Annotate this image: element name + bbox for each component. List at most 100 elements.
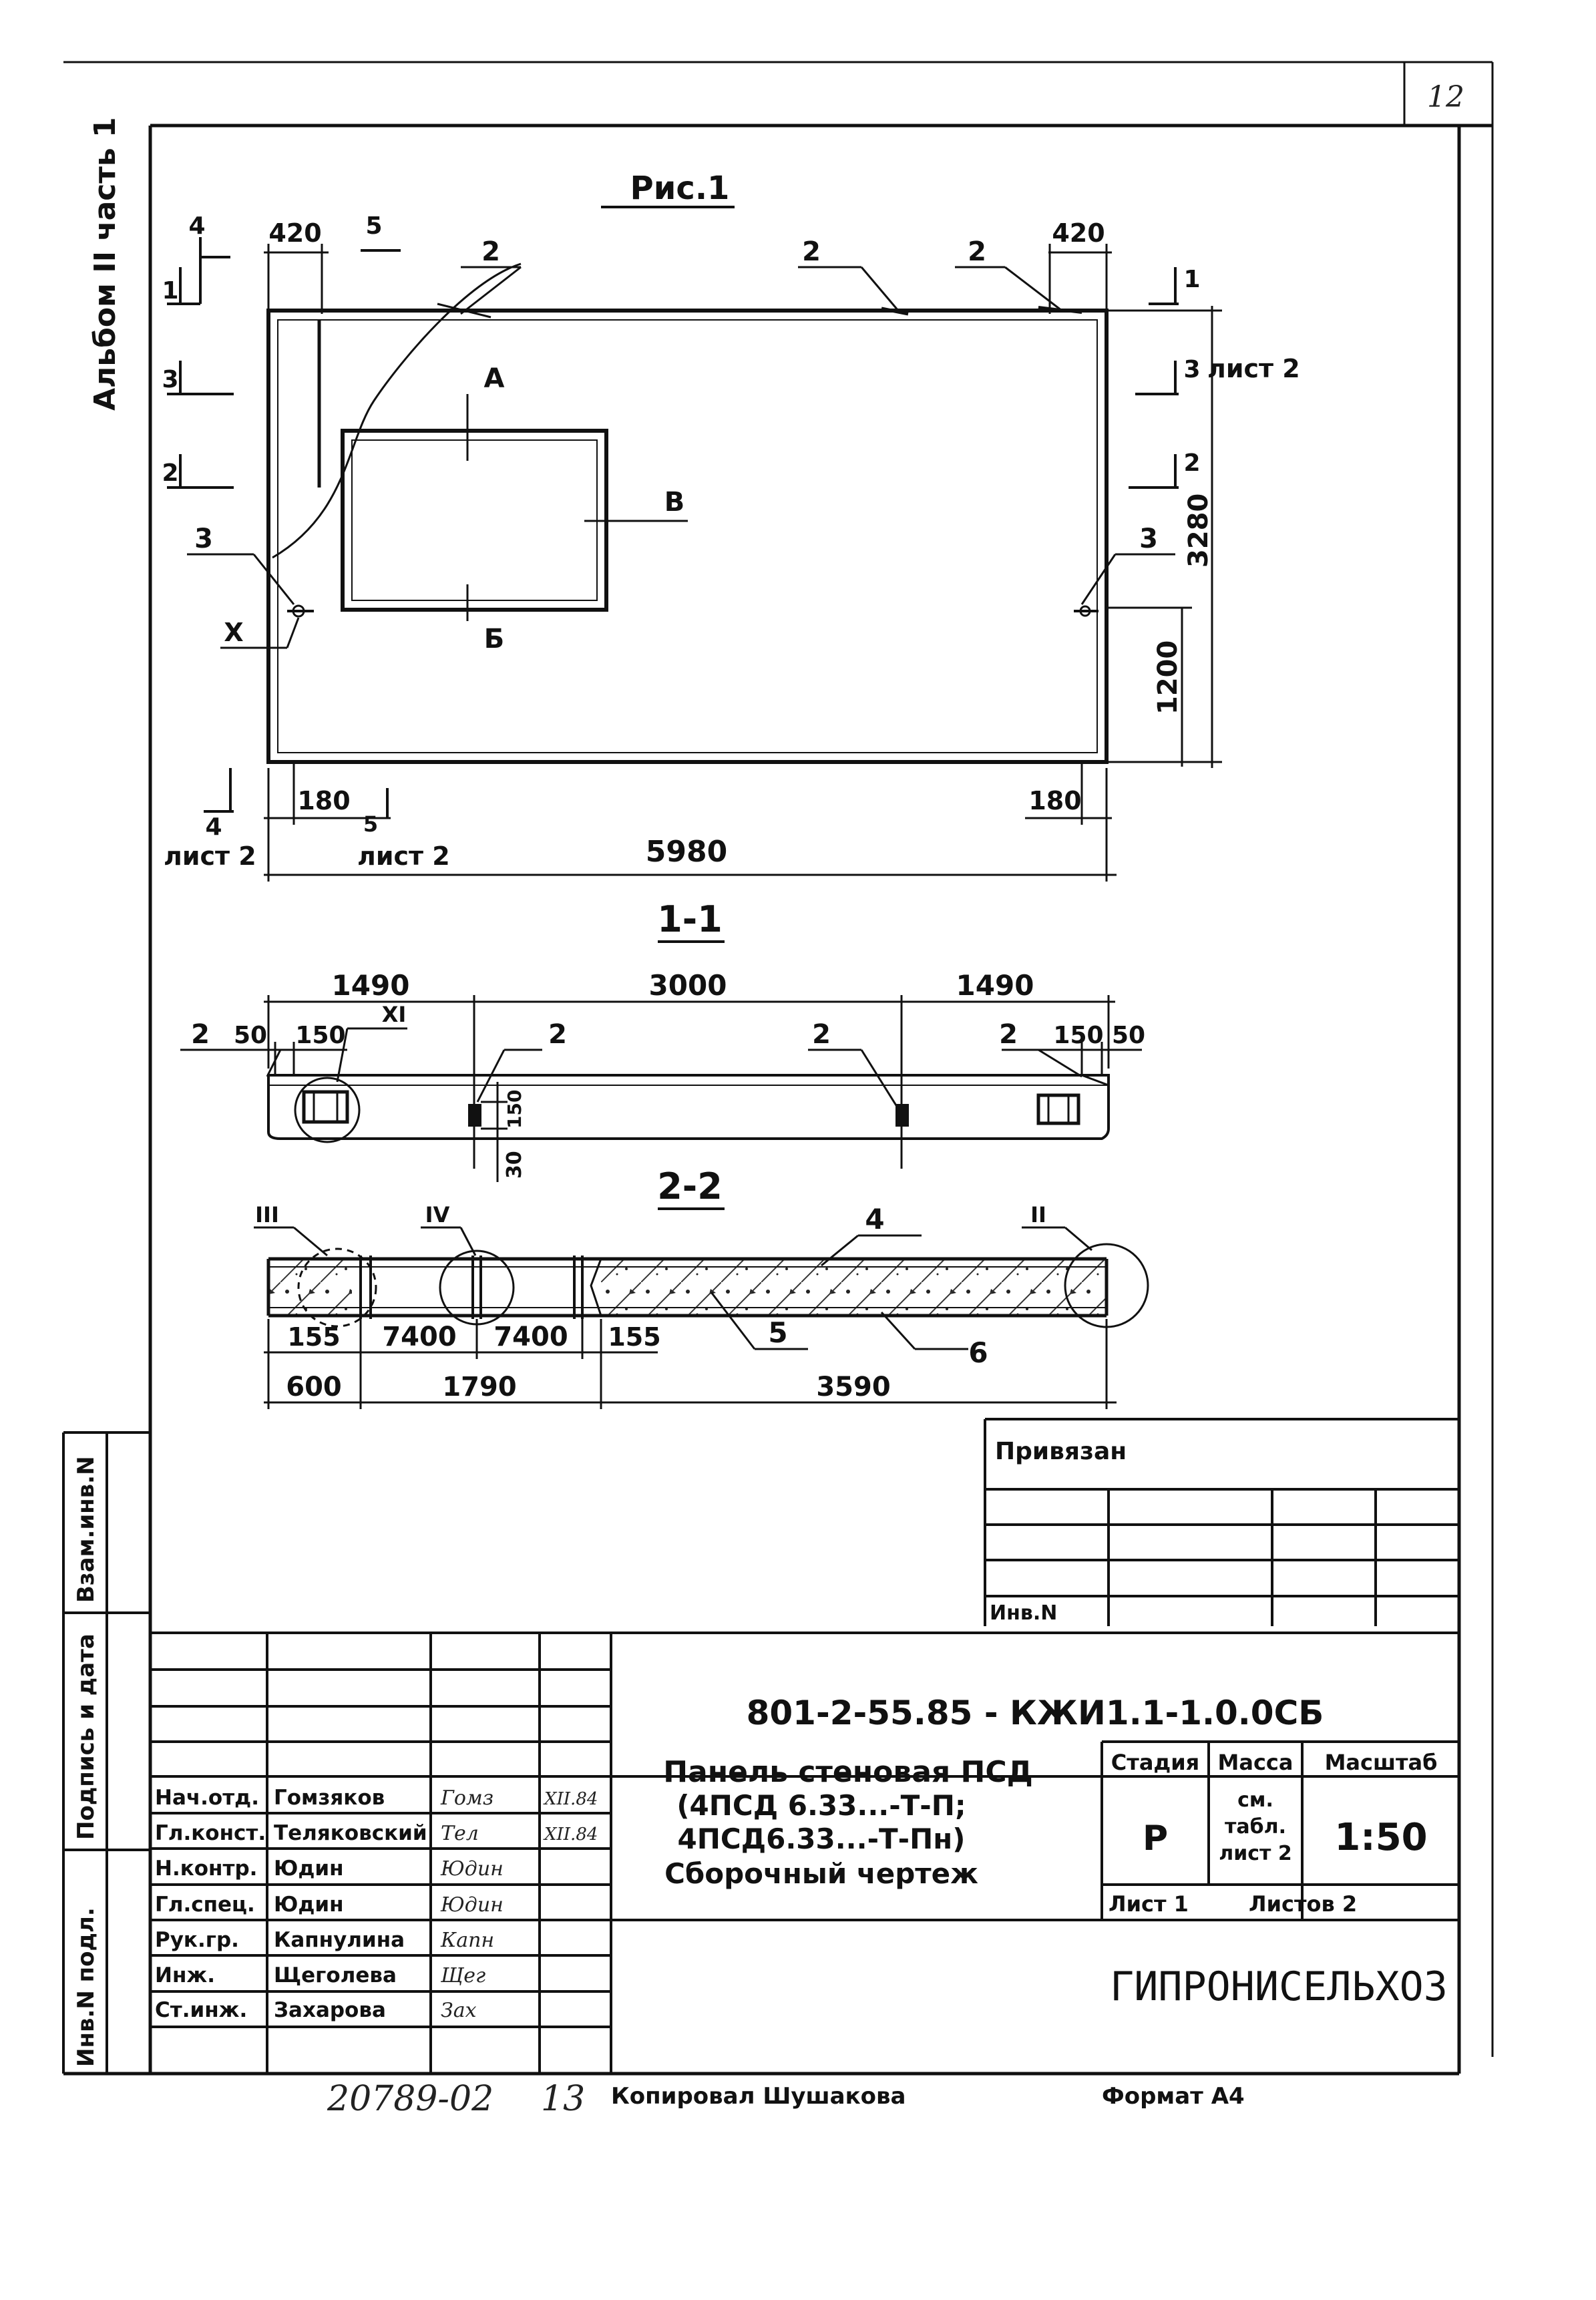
callout-pos2-b: 2 [802,236,821,267]
dim-150-vertical: 150 [504,1090,526,1129]
node-mark-xi: XI [382,1002,407,1027]
side-replace-label: Взам.инв.N [73,1456,99,1603]
side-sign-label: Подпись и дата [73,1634,99,1840]
node-mark-ii: II [1030,1202,1046,1227]
callout-2-2-pos5: 5 [768,1316,787,1349]
sheet-number: 12 [1427,80,1464,114]
dim-1790: 1790 [442,1372,516,1402]
person-signature: Щег [440,1964,485,1987]
footer-inv-number: 20789-02 [327,2079,493,2119]
section-1-1-title: 1-1 [657,898,723,940]
callout-2-2-pos6: 6 [968,1336,988,1369]
attached-block [984,1418,1459,1626]
dim-1490-left: 1490 [332,969,410,1002]
cut-marks [167,237,1179,818]
side-inv-label: Инв.N подл. [73,1907,99,2067]
person-name: Гомзяков [274,1786,385,1810]
scale-value: 1:50 [1334,1816,1427,1859]
window-opening [341,429,608,612]
panel-name-2: (4ПСД 6.33...-Т-П; [676,1789,966,1822]
figure-title: Рис.1 [630,170,730,207]
dim-7400-b: 7400 [493,1322,568,1352]
panel-name-1: Панель стеновая ПСД [663,1755,1033,1789]
mass-label: Масса [1218,1750,1293,1775]
person-signature: Юдин [440,1893,504,1917]
callout-2-2-pos4: 4 [865,1203,884,1235]
dim-420-right: 420 [1052,218,1105,248]
footer-page: 13 [541,2079,585,2119]
embedded-details [287,303,1099,618]
callout-1-1-pos2-d: 2 [999,1019,1018,1050]
dim-1200: 1200 [1153,640,1183,715]
sheet-frame [63,61,1494,2076]
section-2-2-body [266,1243,1149,1328]
node-mark-x: X [224,618,243,647]
cut-mark-bottom-5: 5 [363,811,378,837]
album-label: Альбом II часть 1 [88,117,122,411]
cut-mark-left-1: 1 [162,277,178,305]
scale-label: Масштаб [1325,1750,1438,1775]
organization-name: ГИПРОНИСЕЛЬХОЗ [1110,1963,1448,2010]
sheet-ref-right: лист 2 [1207,354,1300,383]
person-signature: Зах [441,1999,477,2022]
dim-150-right: 150 [1053,1022,1103,1049]
stage-value: Р [1143,1818,1168,1859]
person-role: Нач.отд. [155,1786,259,1810]
cut-mark-right-2: 2 [1183,449,1200,477]
cut-mark-right-1: 1 [1183,266,1200,293]
document-code: 801-2-55.85 - КЖИ1.1-1.0.0СБ [747,1694,1324,1732]
dim-155-right: 155 [608,1322,660,1352]
panel-outline [266,262,1109,764]
panel-name-4: Сборочный чертеж [664,1857,978,1890]
callout-pos2-a: 2 [481,236,500,267]
person-role: Рук.гр. [155,1928,239,1952]
person-name: Капнулина [274,1928,405,1952]
opening-mark-v: В [664,487,685,518]
callout-leaders-fig1 [187,266,1175,649]
dim-7400-a: 7400 [382,1322,456,1352]
node-mark-iv: IV [425,1202,450,1227]
panel-name-3: 4ПСД6.33...-Т-Пн) [678,1823,966,1855]
footer-copied: Копировал Шушакова [611,2083,906,2110]
dimension-lines-1-1 [180,995,1142,1182]
person-date: XII.84 [543,1789,598,1809]
person-role: Инж. [155,1963,215,1987]
person-name: Щеголева [274,1963,397,1987]
stage-label: Стадия [1111,1750,1199,1775]
person-signature: Гомз [440,1786,493,1810]
person-role: Ст.инж. [155,1998,247,2022]
person-role: Н.контр. [155,1857,257,1881]
section-1-1-body [267,1074,1110,1143]
inv-label: Инв.N [990,1601,1057,1625]
mass-value-3: лист 2 [1219,1842,1291,1865]
callout-1-1-pos2-a: 2 [191,1019,210,1050]
sheet-ref-bottom-left: лист 2 [164,841,256,871]
dimension-lines-fig1 [264,244,1222,882]
person-signature: Тел [441,1822,479,1845]
cut-mark-left-3: 3 [162,366,178,393]
person-role: Гл.конст. [155,1821,266,1845]
side-stamp [62,1431,150,2074]
person-date: XII.84 [543,1825,598,1845]
dim-30-vertical: 30 [503,1151,526,1179]
cut-mark-right-3: 3 [1183,356,1200,383]
callout-pos2-c: 2 [968,236,986,267]
dim-155-left: 155 [287,1322,340,1352]
opening-mark-a: А [484,363,505,394]
attached-label: Привязан [995,1438,1127,1465]
dim-3590: 3590 [816,1372,890,1402]
dim-420-left: 420 [268,218,321,248]
cut-mark-bottom-4: 4 [205,813,222,841]
person-role: Гл.спец. [155,1893,255,1917]
callout-1-1-pos2-b: 2 [548,1019,567,1050]
title-block-grid [150,1632,1459,2074]
person-name: Юдин [274,1857,344,1881]
callout-pos3-left: 3 [194,524,213,554]
dim-150-left: 150 [295,1022,345,1049]
dim-180-right: 180 [1028,786,1081,815]
dimension-lines-2-2 [254,1226,1117,1409]
dim-3280: 3280 [1183,494,1214,568]
mass-value-1: см. [1237,1788,1273,1812]
dim-600: 600 [286,1372,342,1402]
cut-mark-top-4: 4 [188,212,205,240]
